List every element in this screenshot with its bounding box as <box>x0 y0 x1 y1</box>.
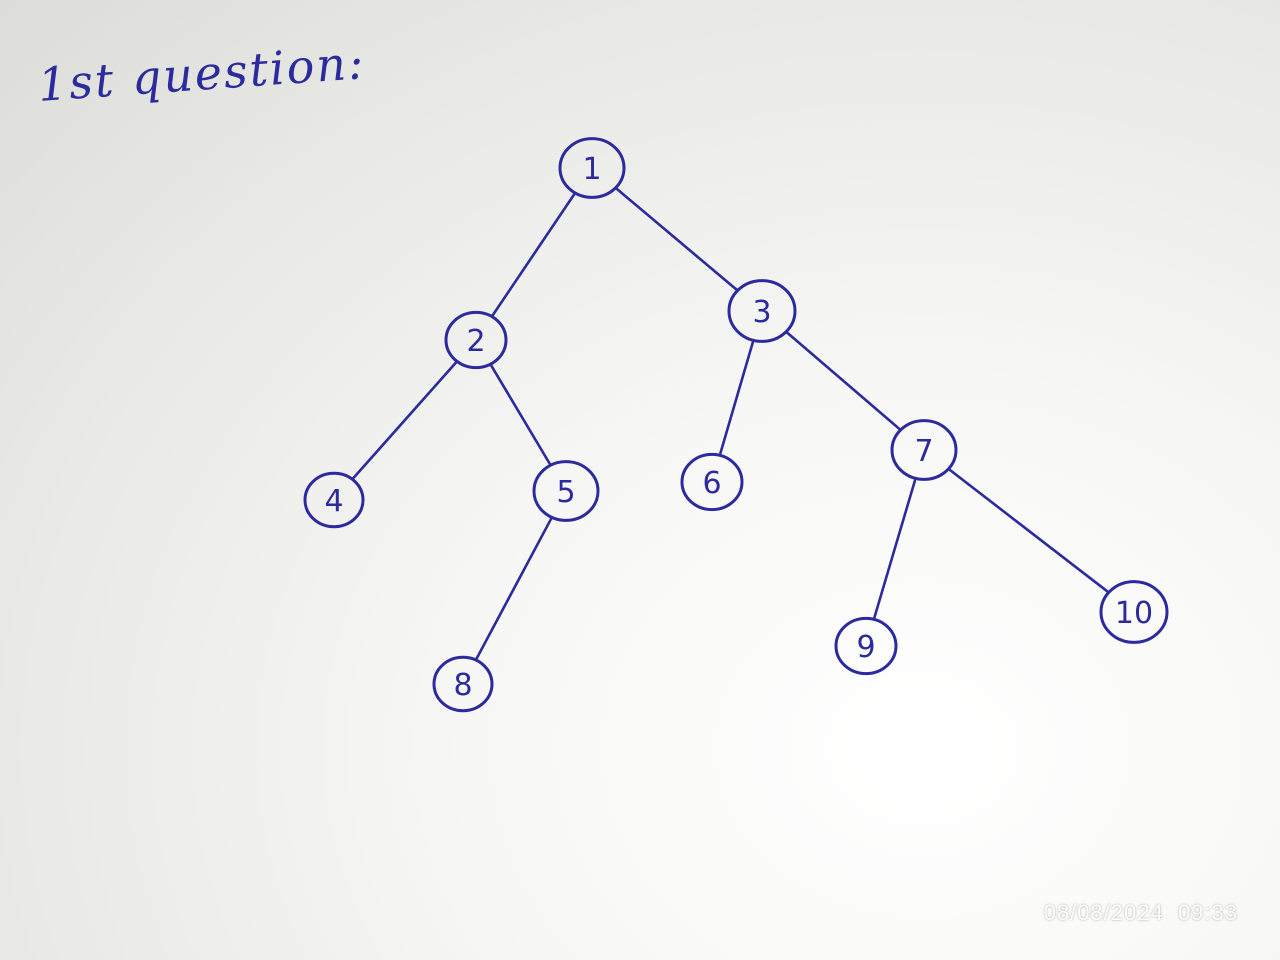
tree-nodes: 1 2 3 4 5 6 7 8 9 10 <box>303 137 1169 713</box>
tree-node-circle <box>532 460 600 522</box>
tree-edge-7-9 <box>873 479 917 619</box>
tree-node-circle <box>890 419 958 481</box>
tree-node-circle <box>727 279 797 343</box>
tree-edge-2-4 <box>351 361 458 480</box>
tree-node-5: 5 <box>532 460 600 522</box>
tree-node-6: 6 <box>680 452 744 512</box>
tree-node-1: 1 <box>558 137 626 199</box>
tree-node-label: 4 <box>324 484 343 519</box>
tree-node-label: 3 <box>752 295 771 330</box>
tree-node-label: 5 <box>556 475 575 510</box>
tree-node-circle <box>444 310 508 370</box>
tree-edge-3-6 <box>719 341 755 455</box>
tree-node-8: 8 <box>432 655 494 713</box>
tree-node-4: 4 <box>303 471 365 529</box>
tree-edge-1-2 <box>491 193 576 317</box>
tree-node-label: 9 <box>856 630 875 665</box>
tree-node-label: 2 <box>466 324 485 359</box>
tree-node-label: 10 <box>1115 596 1153 631</box>
tree-edge-2-5 <box>490 364 551 465</box>
tree-node-circle <box>303 471 365 529</box>
tree-edge-5-8 <box>475 517 553 660</box>
tree-node-7: 7 <box>890 419 958 481</box>
tree-node-label: 7 <box>914 434 933 469</box>
tree-node-2: 2 <box>444 310 508 370</box>
tree-node-circle <box>432 655 494 713</box>
photo-timestamp: 08/08/2024 09:33 <box>1043 900 1238 925</box>
tree-edge-7-10 <box>947 468 1110 594</box>
tree-node-label: 6 <box>702 466 721 501</box>
tree-edge-3-7 <box>785 331 902 431</box>
tree-node-9: 9 <box>834 616 898 676</box>
tree-edge-1-3 <box>615 187 739 292</box>
tree-edges <box>351 187 1110 660</box>
tree-node-label: 8 <box>453 668 472 703</box>
tree-node-circle <box>1099 580 1169 644</box>
tree-node-10: 10 <box>1099 580 1169 644</box>
tree-node-label: 1 <box>582 152 601 187</box>
tree-node-circle <box>834 616 898 676</box>
tree-node-3: 3 <box>727 279 797 343</box>
tree-node-circle <box>680 452 744 512</box>
tree-node-circle <box>558 137 626 199</box>
